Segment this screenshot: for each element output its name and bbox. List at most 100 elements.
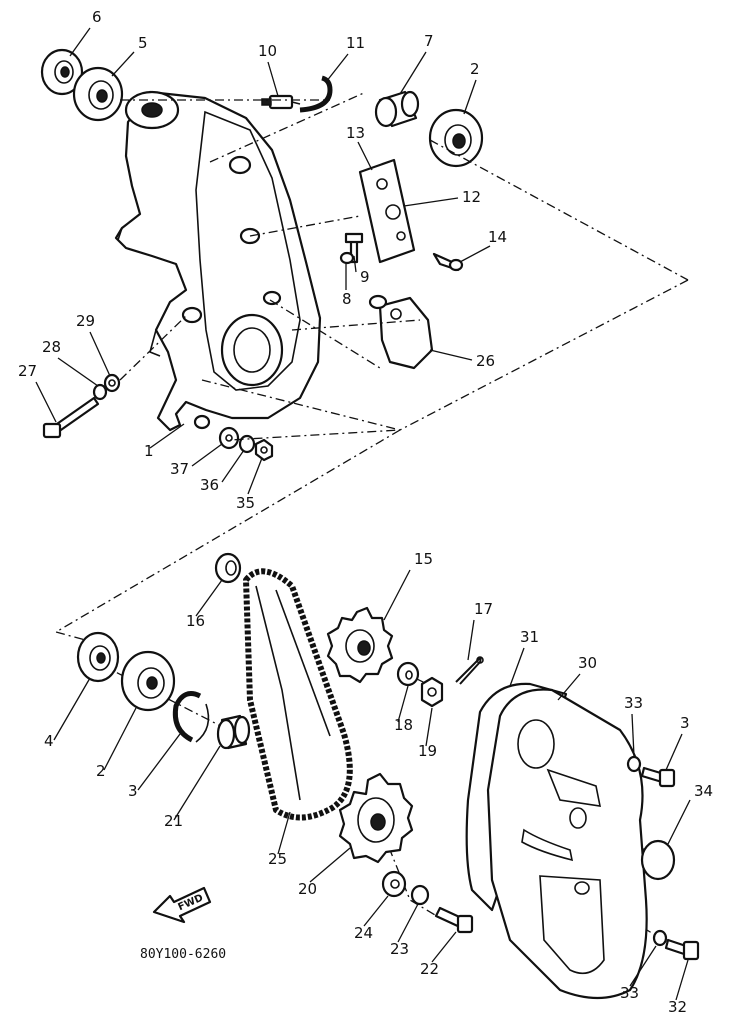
callout-label: 27 [18, 362, 37, 380]
leader-line [403, 197, 459, 207]
leader-line [149, 423, 185, 449]
bolt-27 [42, 396, 100, 439]
callout-label: 15 [414, 550, 433, 568]
drawing-code: 80Y100-6260 [140, 947, 226, 962]
bolt-9 [344, 232, 364, 264]
leader-line [383, 569, 411, 621]
callout-label: 13 [346, 124, 365, 142]
callout-label: 36 [200, 476, 219, 494]
leader-line [459, 245, 491, 263]
callout-label: 35 [236, 494, 255, 512]
washer-33-upper [626, 755, 642, 773]
callout-label: 20 [298, 880, 317, 898]
callout-label: 22 [420, 960, 439, 978]
leader-line [309, 847, 351, 883]
callout-label: 29 [76, 312, 95, 330]
callout-label: 11 [346, 34, 365, 52]
leader-line [557, 673, 581, 701]
spacer-21 [216, 714, 251, 750]
leader-line [173, 745, 221, 821]
callout-label: 18 [394, 716, 413, 734]
leader-line [665, 733, 683, 771]
callout-label: 3 [128, 782, 138, 800]
leader-line [191, 443, 223, 467]
bearing-2-upper [428, 108, 484, 168]
leader-line [463, 79, 477, 115]
spacer-16 [214, 552, 242, 584]
leader-line [89, 331, 111, 377]
callout-label: 5 [138, 34, 148, 52]
leader-line [399, 51, 427, 95]
leader-line [467, 619, 475, 661]
callout-label: 3 [680, 714, 690, 732]
leader-line [425, 707, 433, 747]
leader-line [325, 53, 349, 83]
callout-label: 14 [488, 228, 507, 246]
nut-35 [254, 438, 274, 462]
fwd-arrow-icon: FWD [152, 886, 212, 924]
lockwasher-23 [410, 884, 430, 906]
circlip-3 [172, 691, 210, 743]
leader-line [137, 733, 181, 791]
callout-label: 2 [470, 60, 480, 78]
callout-label: 4 [44, 732, 54, 750]
lockwasher-28 [92, 383, 108, 401]
leader-line [675, 959, 689, 1001]
drive-chain-25 [243, 568, 353, 821]
leader-line [35, 381, 57, 423]
sprocket-20 [338, 772, 414, 864]
leader-line [57, 357, 99, 387]
callout-label: 2 [96, 762, 106, 780]
callout-label: 32 [668, 998, 687, 1016]
callout-label: 31 [520, 628, 539, 646]
callout-label: 7 [424, 32, 434, 50]
sensor-10 [261, 94, 301, 110]
cotter-pin-17 [455, 656, 484, 685]
leader-line [431, 931, 457, 963]
leader-line [631, 713, 635, 757]
callout-label: 34 [694, 782, 713, 800]
callout-label: 10 [258, 42, 277, 60]
chain-case-housing [114, 90, 322, 432]
leader-line [195, 579, 223, 617]
chain-guide-26 [368, 294, 434, 370]
leader-line [363, 895, 389, 927]
washer-18 [396, 661, 420, 687]
bearing-5 [72, 66, 124, 122]
callout-label: 9 [360, 268, 370, 286]
leader-line [667, 799, 691, 845]
callout-label: 30 [578, 654, 597, 672]
callout-label: 17 [474, 600, 493, 618]
callout-label: 6 [92, 8, 102, 26]
wire-11 [299, 75, 333, 113]
leader-line [629, 945, 657, 987]
leader-line [357, 141, 373, 171]
leader-line [277, 811, 291, 855]
washer-8 [339, 251, 355, 265]
callout-label: 37 [170, 460, 189, 478]
callout-label: 28 [42, 338, 61, 356]
plug-34 [640, 839, 676, 881]
washer-24 [381, 870, 407, 898]
callout-label: 25 [268, 850, 287, 868]
callout-label: 33 [620, 984, 639, 1002]
leader-line [247, 457, 263, 495]
bolt-22 [434, 906, 474, 934]
callout-label: 21 [164, 812, 183, 830]
leader-line [509, 647, 525, 687]
callout-label: 8 [342, 290, 352, 308]
leader-line [397, 685, 409, 723]
leader-line [111, 51, 135, 77]
bolt-14 [432, 252, 464, 272]
callout-label: 23 [390, 940, 409, 958]
leader-line [397, 903, 419, 943]
bearing-6 [40, 48, 84, 96]
leader-line [53, 677, 91, 741]
callout-label: 26 [476, 352, 495, 370]
callout-label: 19 [418, 742, 437, 760]
leader-line [267, 61, 279, 97]
callout-label: 12 [462, 188, 481, 206]
washer-29 [103, 373, 121, 393]
